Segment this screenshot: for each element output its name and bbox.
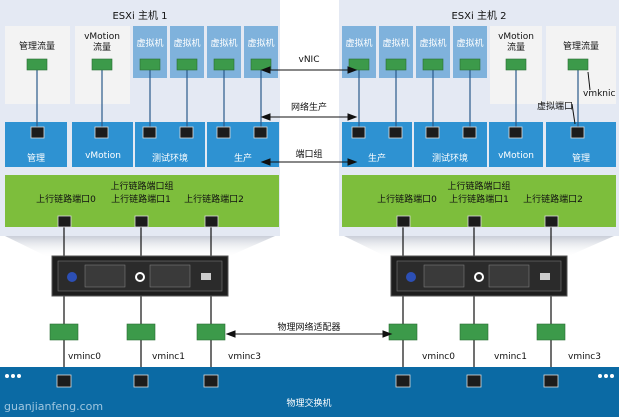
physical-nic-cards xyxy=(49,323,566,341)
server-2 xyxy=(390,255,568,297)
host-2-uplink-0: 上行链路端口0 xyxy=(377,195,437,205)
host-1-title: ESXi 主机 1 xyxy=(112,11,168,22)
host-2-uplink-1: 上行链路端口1 xyxy=(449,195,509,205)
host-1-nic-2: vminc3 xyxy=(228,352,261,362)
host-2-funnel-shade xyxy=(344,236,614,258)
server-1 xyxy=(51,255,229,297)
host-2-portgroup-label-3: 管理 xyxy=(571,154,591,164)
vm-port-links xyxy=(36,70,579,128)
host-2-portgroup-label-0: 生产 xyxy=(367,154,387,164)
host-1-vm-label-3: 虚拟机 xyxy=(173,39,201,49)
host-1-nic-0: vminc0 xyxy=(68,352,101,362)
host-1-funnel-shade xyxy=(5,236,275,258)
host-1-portgroup-label-0: 管理 xyxy=(26,154,46,164)
vswitch-port-icons xyxy=(30,126,585,228)
vnic-label: vNIC xyxy=(298,55,320,65)
physical-switch-label: 物理交换机 xyxy=(286,399,332,409)
host-2-vm-label-3: 虚拟机 xyxy=(456,39,484,49)
host-2-vm-label-1: 虚拟机 xyxy=(382,39,410,49)
host-2-portgroup-label-1: 测试环境 xyxy=(431,154,469,164)
port-group-label: 端口组 xyxy=(295,150,323,160)
host-2-vm-label-0: 虚拟机 xyxy=(345,39,373,49)
host-2-title: ESXi 主机 2 xyxy=(451,11,507,22)
host-1-vm-label-2: 虚拟机 xyxy=(136,39,164,49)
vmknic-label: vmknic xyxy=(583,89,616,99)
virtual-port-label: 虚拟端口 xyxy=(537,102,574,112)
host-2-portgroup-label-2: vMotion xyxy=(498,151,534,161)
host-1-vm-label-0: 管理流量 xyxy=(18,42,56,52)
vm-nic-icons xyxy=(26,58,589,71)
host-1-uplink-1: 上行链路端口1 xyxy=(111,195,171,205)
host-2-uplink-group-label: 上行链路端口组 xyxy=(447,182,511,192)
host-1-uplink-0: 上行链路端口0 xyxy=(36,195,96,205)
host-2-nic-0: vminc0 xyxy=(422,352,455,362)
host-2-vm-label-5: 管理流量 xyxy=(562,42,600,52)
network-production-label: 网络生产 xyxy=(290,103,328,113)
watermark: guanjianfeng.com xyxy=(4,400,104,413)
host-2-nic-1: vminc1 xyxy=(494,352,527,362)
host-2-uplink-2: 上行链路端口2 xyxy=(523,195,583,205)
host-1-uplink-2: 上行链路端口2 xyxy=(184,195,244,205)
physical-adapter-label: 物理网络适配器 xyxy=(277,323,341,333)
host-1-portgroup-label-2: 测试环境 xyxy=(151,154,189,164)
host-2-vm-label-2: 虚拟机 xyxy=(419,39,447,49)
host-1-vm-label-1: vMotion 流量 xyxy=(84,32,120,53)
host-2 xyxy=(339,0,619,258)
host-2-vm-label-4: vMotion 流量 xyxy=(498,32,534,53)
host-1-vm-label-5: 虚拟机 xyxy=(247,39,275,49)
physical-switch xyxy=(0,367,619,417)
host-2-nic-2: vminc3 xyxy=(568,352,601,362)
host-1-portgroup-label-1: vMotion xyxy=(85,151,121,161)
host-1-portgroup-label-3: 生产 xyxy=(233,154,253,164)
connection-arrows xyxy=(225,66,591,338)
host-1-uplink-group-label: 上行链路端口组 xyxy=(110,182,174,192)
host-1-vm-label-4: 虚拟机 xyxy=(210,39,238,49)
host-1-nic-1: vminc1 xyxy=(152,352,185,362)
